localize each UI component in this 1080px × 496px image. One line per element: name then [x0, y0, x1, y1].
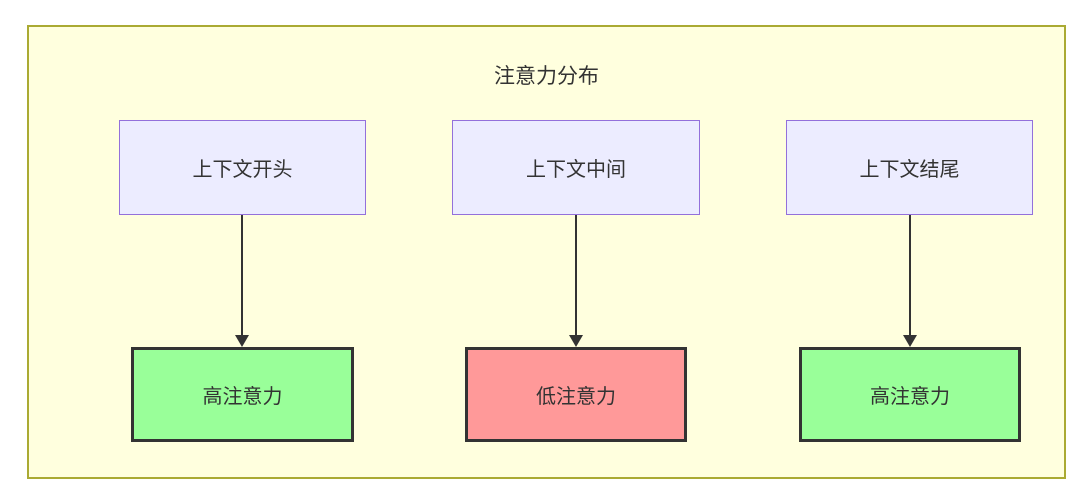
node-context-end: 上下文结尾	[786, 120, 1033, 215]
arrow-line	[575, 215, 577, 336]
arrowhead-down-icon	[903, 335, 917, 347]
arrow-connector-middle	[569, 215, 583, 347]
arrow-line	[241, 215, 243, 336]
node-context-start: 上下文开头	[119, 120, 366, 215]
attention-distribution-group: 注意力分布 上下文开头 高注意力 上下文中间 低注意力 上下文结尾 高注意力	[27, 25, 1066, 479]
diagram-title: 注意力分布	[494, 65, 599, 88]
arrow-connector-end	[903, 215, 917, 347]
node-low-attention: 低注意力	[465, 347, 687, 442]
arrowhead-down-icon	[569, 335, 583, 347]
node-high-attention-right: 高注意力	[799, 347, 1021, 442]
arrow-line	[909, 215, 911, 336]
arrowhead-down-icon	[235, 335, 249, 347]
node-high-attention-left: 高注意力	[131, 347, 354, 442]
node-context-middle: 上下文中间	[452, 120, 700, 215]
arrow-connector-start	[235, 215, 249, 347]
